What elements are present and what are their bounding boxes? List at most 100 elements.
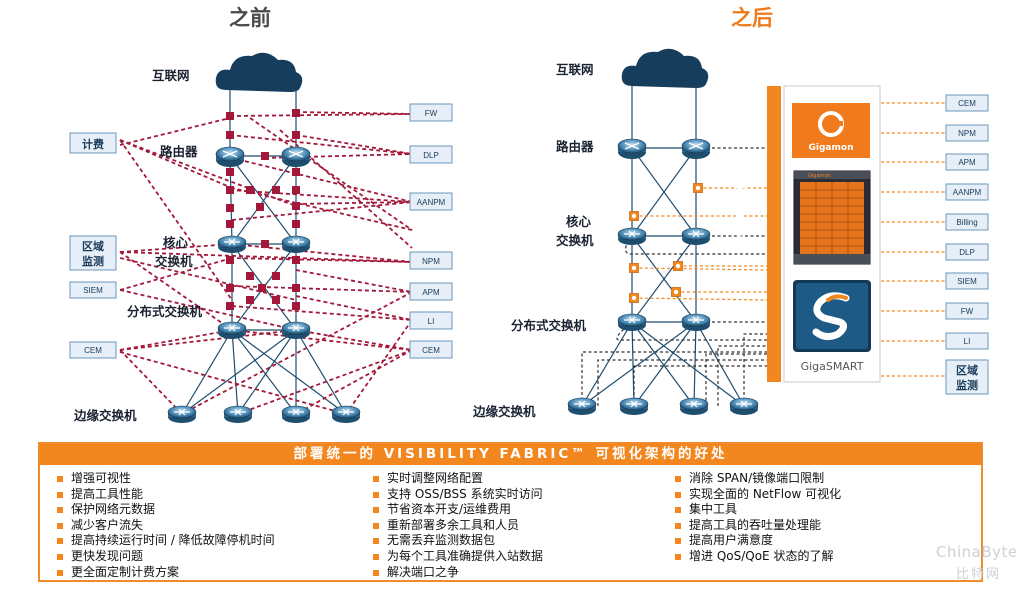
tool-label: AANPM (417, 198, 446, 207)
benefits-column-2: 实时调整网络配置 支持 OSS/BSS 系统实时访问 节省资本开支/运维费用 重… (370, 471, 543, 580)
after-tool-li: LI (945, 332, 989, 350)
before-cem-tool: CEM (69, 341, 117, 359)
tap-icon (629, 293, 639, 303)
watermark-cn: 比特网 (956, 567, 1002, 582)
edge-switch-icon (223, 405, 253, 424)
edge-switch-icon (167, 405, 197, 424)
tool-label: DLP (959, 248, 975, 257)
tool-label: Billing (956, 218, 977, 227)
benefit-item: 提高持续运行时间 / 降低故障停机时间 (54, 533, 275, 549)
tool-label: SIEM (957, 277, 977, 286)
zone-label-1: 区域 (82, 239, 104, 253)
benefits-column-3: 消除 SPAN/镜像端口限制 实现全面的 NetFlow 可视化 集中工具 提高… (672, 471, 841, 565)
benefit-item: 提高工具的吞吐量处理能 (672, 518, 841, 534)
before-tool-npm: NPM (409, 251, 453, 270)
distribution-switch-icon (617, 313, 647, 332)
after-distribution-label: 分布式交换机 (511, 318, 587, 333)
edge-switch-icon (729, 397, 759, 416)
after-heading: 之后 (731, 6, 773, 30)
billing-label: 计费 (82, 137, 104, 151)
internet-cloud-icon (215, 52, 303, 92)
benefit-item: 消除 SPAN/镜像端口限制 (672, 471, 841, 487)
distribution-switch-icon (681, 313, 711, 332)
after-links (581, 86, 745, 407)
before-heading: 之前 (229, 6, 271, 30)
tool-label: DLP (423, 151, 439, 160)
benefit-item: 减少客户流失 (54, 518, 275, 534)
before-internet-label: 互联网 (152, 68, 190, 83)
benefit-item: 实现全面的 NetFlow 可视化 (672, 487, 841, 503)
distribution-switch-icon (217, 321, 247, 340)
edge-switch-icon (281, 405, 311, 424)
core-switch-icon (217, 235, 247, 254)
after-internet-label: 互联网 (556, 62, 594, 77)
chassis-brand: Gigamon (808, 173, 831, 179)
benefit-item: 提高用户满意度 (672, 533, 841, 549)
benefits-panel: 部署统一的 VISIBILITY FABRIC™ 可视化架构的好处 增强可视性 … (38, 442, 983, 582)
tool-label: LI (428, 317, 435, 326)
after-tool-dlp: DLP (945, 243, 989, 261)
after-tool-billing: Billing (945, 213, 989, 231)
before-tool-dlp: DLP (409, 145, 453, 164)
before-billing-tool: 计费 (69, 132, 117, 154)
benefit-item: 保护网络元数据 (54, 502, 275, 518)
benefit-item: 支持 OSS/BSS 系统实时访问 (370, 487, 543, 503)
cem-label: CEM (84, 346, 102, 355)
tool-label: NPM (422, 257, 440, 266)
zone-label-1: 区域 (956, 363, 978, 377)
after-tool-connections (881, 102, 945, 377)
benefit-item: 提高工具性能 (54, 487, 275, 503)
before-zone-monitoring-tool: 区域 监测 (69, 235, 117, 271)
before-core-label-2: 交换机 (155, 254, 193, 269)
watermark-en: ChinaByte (936, 543, 1018, 561)
before-tool-li: LI (409, 311, 453, 330)
after-tool-npm: NPM (945, 124, 989, 142)
tap-icon (671, 287, 681, 297)
distribution-switch-icon (281, 321, 311, 340)
after-tool-fw: FW (945, 302, 989, 320)
tap-icon (629, 263, 639, 273)
before-span-ports (226, 109, 300, 310)
edge-switch-icon (619, 397, 649, 416)
edge-switch-icon (679, 397, 709, 416)
router-icon (281, 146, 311, 168)
after-core-label-1: 核心 (566, 214, 592, 229)
after-router-label: 路由器 (556, 139, 594, 154)
core-switch-icon (681, 227, 711, 246)
internet-cloud-icon (621, 48, 709, 88)
after-tool-apm: APM (945, 153, 989, 171)
tool-label: CEM (958, 99, 976, 108)
after-fabric-connections (581, 147, 768, 406)
before-tool-apm: APM (409, 282, 453, 301)
benefit-item: 更快发现问题 (54, 549, 275, 565)
zone-label-2: 监测 (82, 254, 104, 268)
benefit-item: 增强可视性 (54, 471, 275, 487)
router-icon (681, 138, 711, 160)
watermark: ChinaByte 比特网 (936, 543, 1032, 585)
after-edge-label: 边缘交换机 (472, 404, 536, 419)
tap-icon (673, 261, 683, 271)
tool-label: LI (964, 337, 971, 346)
fabric-vertical-text: 统一的可视化架构 (734, 160, 747, 240)
router-icon (617, 138, 647, 160)
benefit-item: 重新部署多余工具和人员 (370, 518, 543, 534)
tool-label: AANPM (953, 188, 982, 197)
benefit-item: 集中工具 (672, 502, 841, 518)
benefits-title: 部署统一的 VISIBILITY FABRIC™ 可视化架构的好处 (40, 444, 981, 465)
before-core-label-1: 核心 (163, 235, 189, 250)
before-edge-label: 边缘交换机 (73, 408, 137, 423)
edge-switch-icon (331, 405, 361, 424)
siem-label: SIEM (83, 286, 103, 295)
tap-icon (693, 183, 703, 193)
router-icon (215, 146, 245, 168)
benefit-item: 为每个工具准确提供入站数据 (370, 549, 543, 565)
before-distribution-label: 分布式交换机 (127, 304, 203, 319)
before-links (181, 90, 347, 415)
before-tool-aanpm: AANPM (409, 192, 453, 211)
before-siem-tool: SIEM (69, 281, 117, 299)
network-diagram: 之前 (69, 6, 989, 424)
gigasmart-label: GigaSMART (801, 360, 864, 373)
edge-switch-icon (567, 397, 597, 416)
gigamon-chassis-icon: Gigamon (793, 170, 871, 265)
before-router-label: 路由器 (160, 144, 198, 159)
